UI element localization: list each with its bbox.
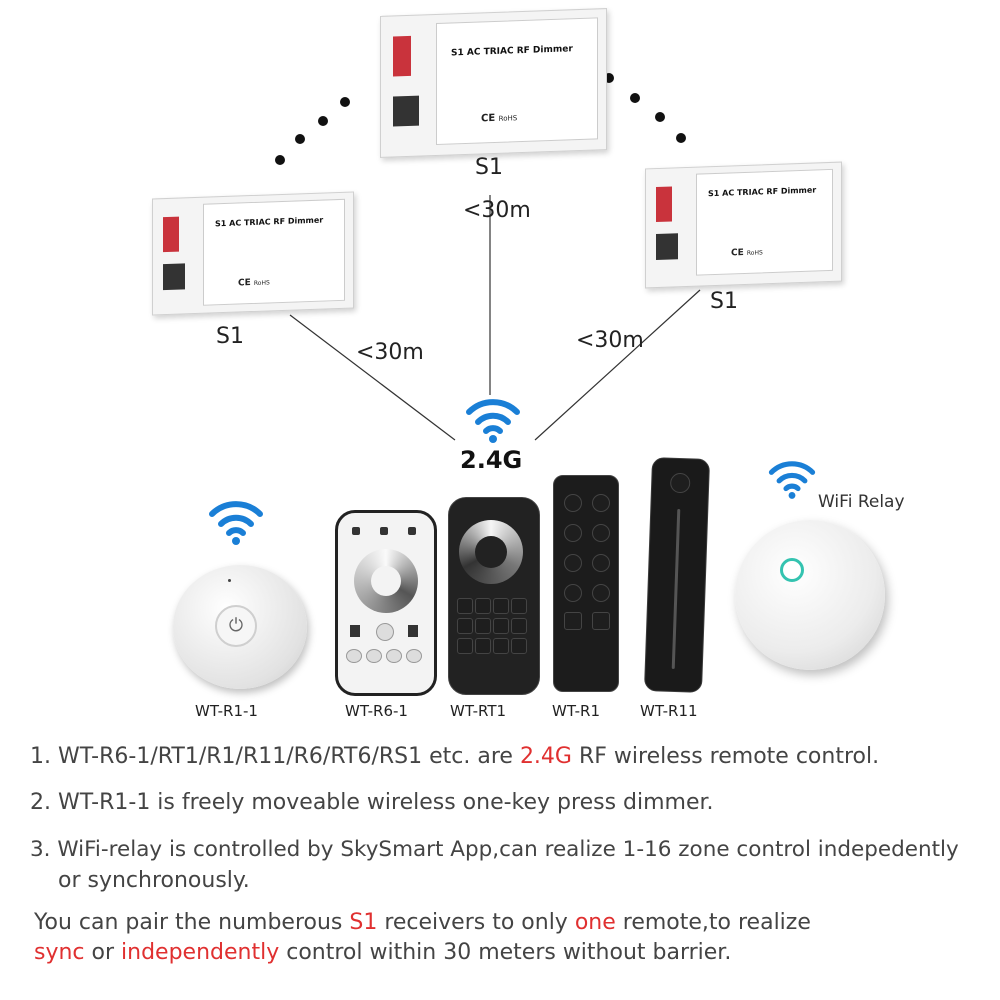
wifi-icon [768, 461, 816, 499]
receiver-right: S1 AC TRIAC RF Dimmer CE RoHS [645, 161, 842, 289]
wifi-icon [209, 501, 263, 545]
summary-text: or [84, 940, 122, 965]
receiver-label: S1 [216, 324, 244, 349]
wifi-relay-device [735, 520, 885, 670]
summary-text: You can pair the numberous [34, 910, 350, 935]
receiver-model: S1 [451, 48, 464, 59]
receiver-label: S1 [710, 289, 738, 314]
remote-wt-rt1 [448, 497, 540, 695]
dot [676, 133, 686, 143]
device-label: WT-R11 [640, 702, 698, 720]
summary-line2: sync or independently control within 30 … [34, 940, 731, 965]
power-button[interactable]: ⏻ [215, 605, 257, 647]
distance-label: <30m [356, 340, 424, 365]
summary-text: control within 30 meters without barrier… [279, 940, 732, 965]
relay-button[interactable] [780, 558, 804, 582]
dot [630, 93, 640, 103]
distance-label: <30m [463, 198, 531, 223]
note-3-line2: or synchronously. [58, 868, 250, 893]
note-1-highlight: 2.4G [519, 744, 572, 769]
round-dimmer: ⏻ [173, 565, 307, 689]
device-label: WT-RT1 [450, 702, 507, 720]
wifi-icon [466, 399, 520, 443]
receiver-label: S1 [475, 155, 503, 180]
remote-wt-r1 [553, 475, 619, 692]
note-1-after: RF wireless remote control. [571, 744, 880, 769]
distance-label: <30m [576, 328, 644, 353]
dot [340, 97, 350, 107]
summary-text: receivers to only [377, 910, 575, 935]
summary-highlight: S1 [349, 910, 378, 935]
summary-line1: You can pair the numberous S1 receivers … [34, 910, 811, 935]
dot [655, 112, 665, 122]
remote-wt-r11 [643, 457, 711, 693]
note-1: 1. WT-R6-1/RT1/R1/R11/R6/RT6/RS1 etc. ar… [30, 744, 879, 769]
note-1-before: 1. WT-R6-1/RT1/R1/R11/R6/RT6/RS1 etc. ar… [30, 744, 520, 769]
dot [318, 116, 328, 126]
device-label: WT-R1 [552, 702, 600, 720]
summary-text: remote,to realize [615, 910, 811, 935]
signal-label: 2.4G [460, 446, 523, 474]
dot [604, 73, 614, 83]
dot [275, 155, 285, 165]
dot [295, 134, 305, 144]
receiver-model: S1 [708, 188, 720, 199]
wifi-relay-label: WiFi Relay [818, 492, 905, 512]
receiver-left: S1 AC TRIAC RF Dimmer CE RoHS [152, 191, 354, 316]
summary-highlight: independently [121, 940, 280, 965]
receiver-model: S1 [215, 218, 227, 229]
device-label: WT-R1-1 [195, 702, 258, 720]
note-2: 2. WT-R1-1 is freely moveable wireless o… [30, 790, 714, 815]
note-3-line1: 3. WiFi-relay is controlled by SkySmart … [30, 837, 959, 862]
device-label: WT-R6-1 [345, 702, 408, 720]
summary-highlight: sync [34, 940, 85, 965]
receiver-top: S1 AC TRIAC RF Dimmer CE RoHS [380, 8, 607, 158]
summary-highlight: one [574, 910, 616, 935]
remote-wt-r6-1 [335, 510, 437, 696]
